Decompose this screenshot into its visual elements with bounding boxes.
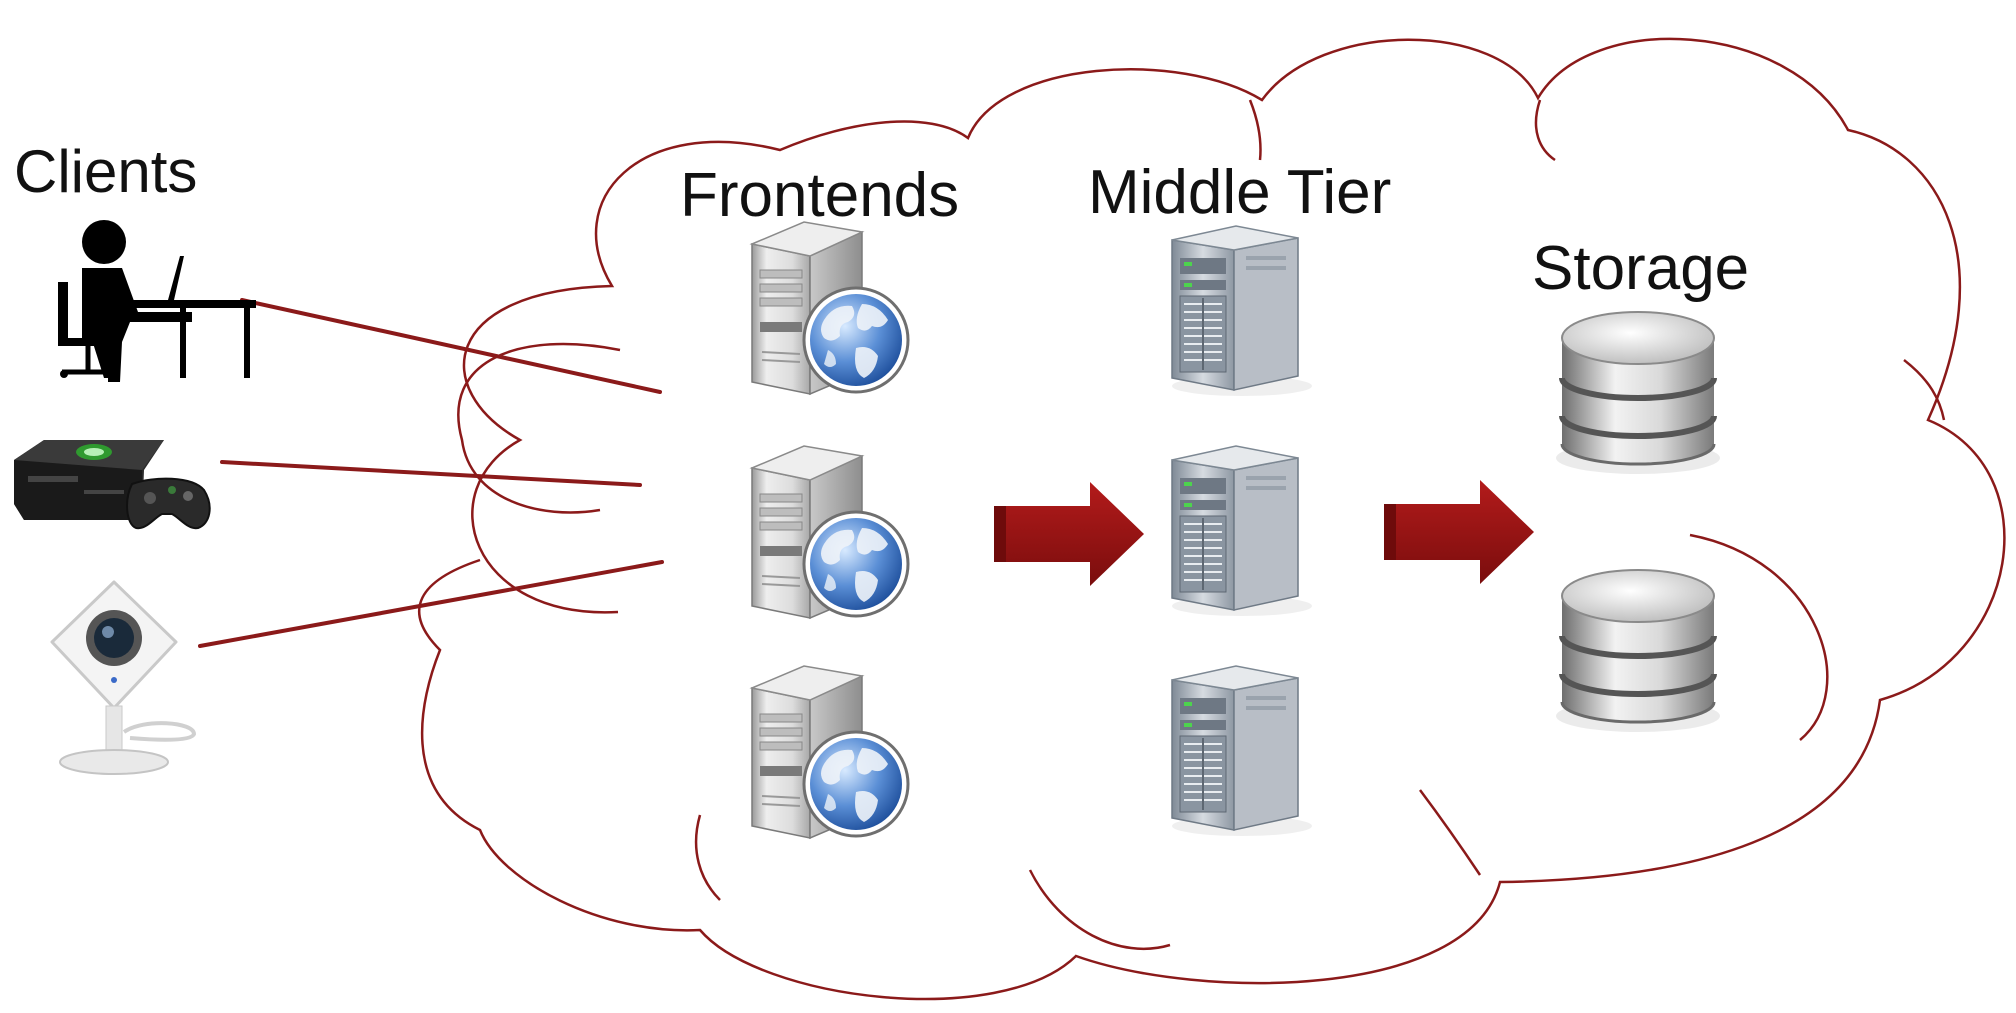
connection-line (240, 298, 662, 394)
security-camera-icon (50, 580, 197, 775)
person-at-desk-icon (58, 220, 256, 382)
connection-line (220, 460, 642, 487)
arrow-right-icon (1384, 480, 1534, 584)
storage-label: Storage (1532, 234, 1750, 303)
server-tower-icon (1171, 225, 1313, 397)
database-icon (1556, 312, 1720, 474)
database-icon (1556, 570, 1720, 732)
middle-tier-servers (1171, 225, 1313, 837)
middle-tier-label: Middle Tier (1088, 158, 1392, 227)
server-tower-icon (1171, 445, 1313, 617)
web-server-icon (750, 220, 910, 396)
client-connections (198, 298, 664, 648)
frontends-label: Frontends (680, 161, 960, 230)
web-server-icon (750, 444, 910, 620)
cloud-outline (418, 37, 2006, 1001)
connection-line (198, 560, 664, 648)
clients-label: Clients (14, 138, 198, 205)
frontend-servers (750, 220, 910, 840)
arrow-right-icon (994, 482, 1144, 586)
server-tower-icon (1171, 665, 1313, 837)
game-console-icon (14, 440, 211, 530)
storage-databases (1556, 312, 1720, 732)
web-server-icon (750, 664, 910, 840)
